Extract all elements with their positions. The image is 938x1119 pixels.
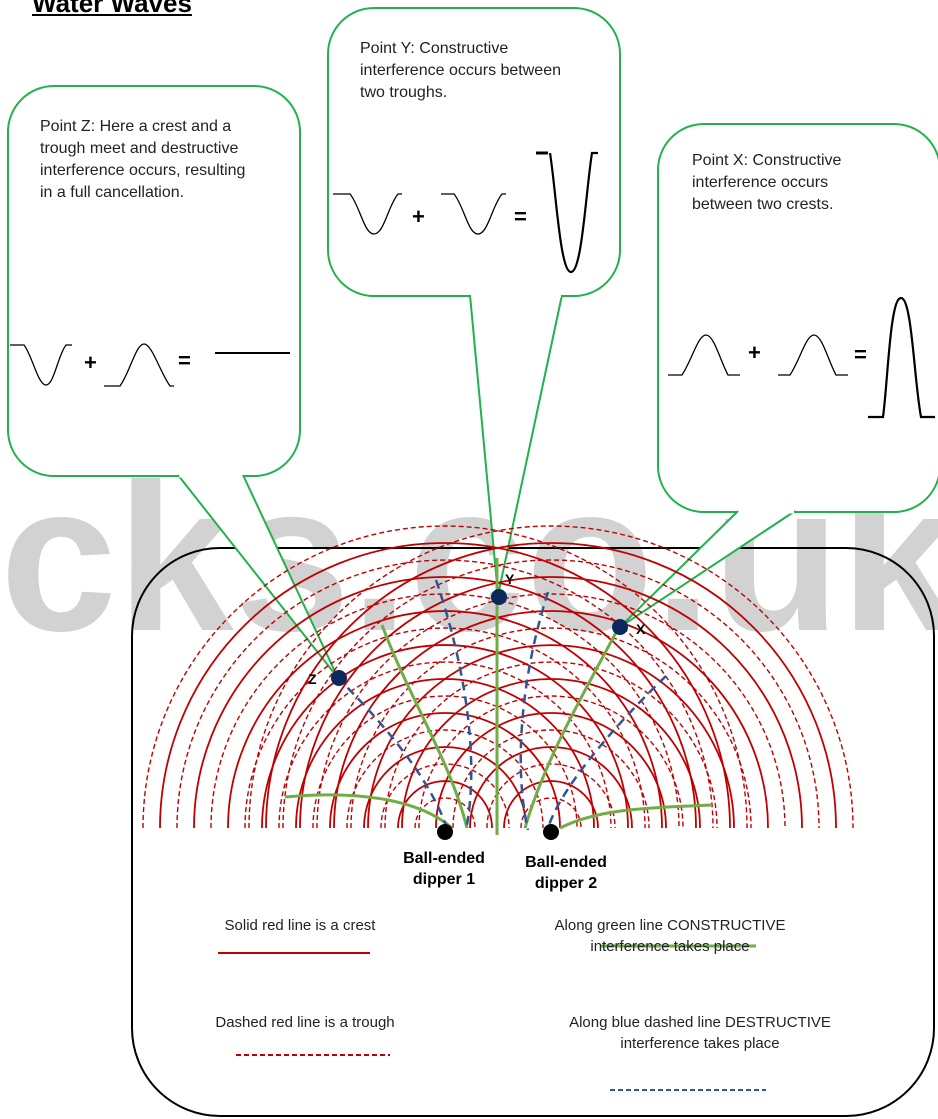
callout-z-bubble <box>7 85 301 477</box>
trough-arc-source-2 <box>486 763 616 829</box>
crest-arc-source-1 <box>329 712 561 829</box>
callout-x-wave-sketches <box>668 296 935 419</box>
marker-layer <box>331 589 628 840</box>
trough-sketch <box>333 193 402 235</box>
destructive-line <box>336 676 449 829</box>
constructive-line <box>523 624 622 829</box>
legend-destructive-text: Along blue dashed line DESTRUCTIVE inter… <box>569 1014 831 1052</box>
dipper-2-ball <box>543 824 559 840</box>
constructive-line <box>284 793 453 830</box>
trough-arc-source-2 <box>384 661 718 829</box>
callout-z-plus: + <box>84 350 97 375</box>
callout-z-text: Point Z: Here a crest and a trough meet … <box>40 118 246 201</box>
callout-x-bubble <box>657 123 938 513</box>
crest-sketch <box>778 334 848 376</box>
trough-arc-source-2 <box>520 797 582 829</box>
dipper-1-label: Ball-ended dipper 1 <box>403 850 485 888</box>
point-x-label: X <box>636 621 646 637</box>
constructive-line <box>380 624 469 829</box>
callout-x-plus: + <box>748 340 761 365</box>
trough-arc-source-2 <box>350 627 752 829</box>
trough-arc-source-1 <box>142 525 748 829</box>
constructive-line <box>559 803 713 830</box>
dipper-2-label: Ball-ended dipper 2 <box>525 854 607 892</box>
crest-sketch <box>104 343 174 387</box>
crest-arc-source-2 <box>401 678 701 829</box>
trough-sketch <box>10 344 72 386</box>
callout-x-equals: = <box>854 342 867 367</box>
crest-arc-source-1 <box>295 678 595 829</box>
dipper-1-ball <box>437 824 453 840</box>
interference-lines <box>284 558 713 835</box>
callout-y-plus: + <box>412 204 425 229</box>
destructive-line <box>519 591 550 831</box>
callout-y-text: Point Y: Constructive interference occur… <box>360 40 561 101</box>
callout-x-text: Point X: Constructive interference occur… <box>692 152 842 213</box>
trough-arc-source-2 <box>248 525 854 829</box>
legend-crest-text: Solid red line is a crest <box>224 917 376 934</box>
crest-arc-source-1 <box>159 542 731 829</box>
crest-arc-source-2 <box>469 746 633 829</box>
point-y-label: Y <box>505 571 515 587</box>
trough-arc-source-2 <box>452 729 650 829</box>
callout-y-equals: = <box>514 204 527 229</box>
deep-trough-sketch <box>548 151 598 274</box>
destructive-line <box>434 579 473 831</box>
destructive-line <box>546 675 667 829</box>
crest-arc-source-2 <box>299 576 803 829</box>
wave-region-frame <box>131 547 935 1117</box>
legend-trough-text: Dashed red line is a trough <box>215 1014 395 1031</box>
page-title: Water Waves <box>32 0 192 18</box>
trough-arc-source-1 <box>346 729 544 829</box>
point-z-label: Z <box>308 671 317 687</box>
tall-crest-sketch <box>868 296 935 419</box>
point-y-marker <box>491 589 507 605</box>
trough-sketch <box>441 193 506 235</box>
trough-arc-source-2 <box>282 559 820 829</box>
point-x-marker <box>612 619 628 635</box>
crest-arc-source-2 <box>367 644 735 829</box>
crest-arc-source-2 <box>265 542 837 829</box>
trough-arc-source-1 <box>176 559 714 829</box>
trough-arc-source-1 <box>244 627 646 829</box>
callout-z-equals: = <box>178 348 191 373</box>
trough-arc-source-2 <box>316 593 786 829</box>
callout-y-wave-sketches <box>333 151 598 274</box>
crest-arc-source-1 <box>193 576 697 829</box>
crest-arc-source-2 <box>333 610 769 829</box>
crest-sketch <box>668 334 740 376</box>
legend-constructive-text: Along green line CONSTRUCTIVE interferen… <box>554 917 786 955</box>
crest-arc-source-2 <box>503 780 599 829</box>
crest-arc-source-1 <box>261 644 629 829</box>
trough-arc-source-1 <box>278 661 612 829</box>
trough-arc-source-1 <box>414 797 476 829</box>
callout-z-wave-sketches <box>10 343 290 387</box>
point-z-marker <box>331 670 347 686</box>
